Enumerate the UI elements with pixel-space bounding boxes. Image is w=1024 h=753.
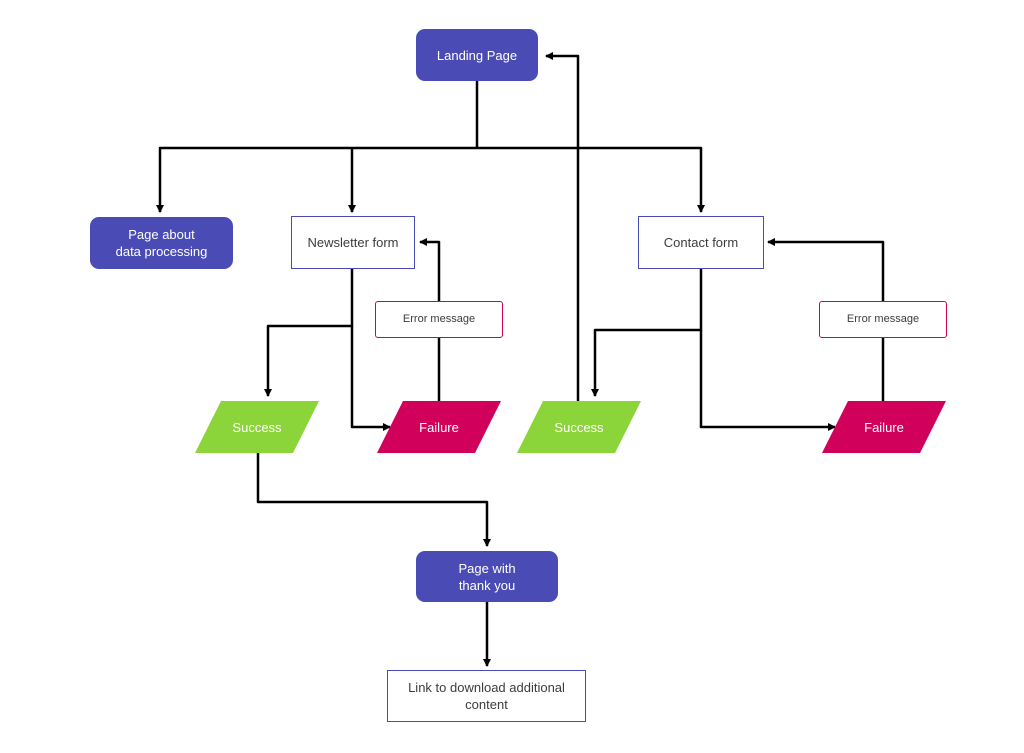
- error-message-newsletter-node[interactable]: Error message: [375, 301, 503, 338]
- download-link-label: Link to download additional content: [408, 680, 565, 712]
- failure-contact-shape: [822, 401, 946, 453]
- error-message-contact-label: Error message: [846, 313, 920, 325]
- connector-contact-to-failure: [699, 330, 836, 431]
- landing-page-node[interactable]: Landing Page: [416, 29, 538, 81]
- data-processing-label: Page about data processing: [115, 227, 208, 259]
- data-processing-node[interactable]: Page about data processing: [90, 217, 233, 269]
- contact-form-label: Contact form: [663, 235, 739, 250]
- connector-newsletter-to-failure: [350, 326, 391, 431]
- connector-contact-to-success: [591, 268, 703, 397]
- landing-page-label: Landing Page: [436, 47, 518, 63]
- success-contact-shape: [517, 401, 641, 453]
- connector-success-to-thankyou: [256, 453, 491, 547]
- thank-you-label: Page with thank you: [458, 560, 516, 593]
- connector-error-to-newsletter: [419, 238, 441, 301]
- error-message-newsletter-label: Error message: [402, 313, 476, 325]
- connector-newsletter-to-success: [264, 268, 354, 397]
- failure-newsletter-label: Failure: [419, 419, 459, 435]
- success-newsletter-shape: [195, 401, 319, 453]
- failure-newsletter-shape: [377, 401, 501, 453]
- download-link-node[interactable]: Link to download additional content: [387, 670, 586, 722]
- connector-landing-to-contact: [477, 146, 705, 213]
- contact-form-node[interactable]: Contact form: [638, 216, 764, 269]
- success-newsletter-label: Success: [232, 419, 282, 435]
- failure-contact-node[interactable]: Failure: [822, 401, 946, 453]
- newsletter-form-node[interactable]: Newsletter form: [291, 216, 415, 269]
- connector-landing-to-data-processing: [156, 146, 477, 213]
- connector-error-to-contact: [767, 238, 885, 301]
- error-message-contact-node[interactable]: Error message: [819, 301, 947, 338]
- failure-contact-label: Failure: [864, 419, 904, 435]
- thank-you-node[interactable]: Page with thank you: [416, 551, 558, 602]
- success-newsletter-node[interactable]: Success: [195, 401, 319, 453]
- success-contact-label: Success: [554, 419, 604, 435]
- connector-success-to-landing: [545, 52, 580, 402]
- failure-newsletter-node[interactable]: Failure: [377, 401, 501, 453]
- newsletter-form-label: Newsletter form: [307, 235, 399, 250]
- success-contact-node[interactable]: Success: [517, 401, 641, 453]
